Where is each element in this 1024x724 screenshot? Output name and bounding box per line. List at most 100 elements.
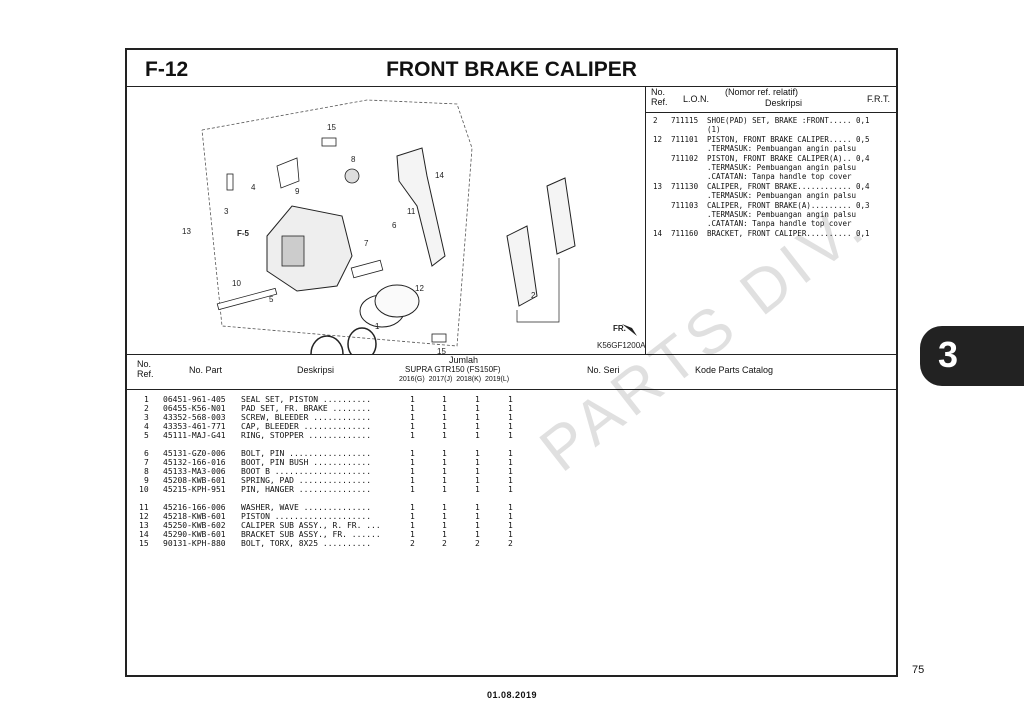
row-quantity: 1 <box>442 530 447 539</box>
row-quantity: 1 <box>442 485 447 494</box>
row-part-number: 45250-KWB-602 <box>163 521 226 530</box>
row-description: BRACKET SUB ASSY., FR. ...... <box>241 530 381 539</box>
row-description: SEAL SET, PISTON .......... <box>241 395 372 404</box>
page-title: FRONT BRAKE CALIPER <box>386 58 637 81</box>
row-ref-number: 4 <box>144 422 149 431</box>
row-quantity: 1 <box>410 458 415 467</box>
row-quantity: 1 <box>475 422 480 431</box>
row-quantity: 1 <box>508 431 513 440</box>
row-quantity: 1 <box>410 467 415 476</box>
front-direction-label: FR. <box>613 324 626 333</box>
callout-f5: F-5 <box>237 229 250 238</box>
lon-row-text: PISTON, FRONT BRAKE CALIPER(A).. 0,4 <box>707 153 870 163</box>
lon-row-code: 711102 <box>671 153 699 163</box>
row-quantity: 1 <box>475 449 480 458</box>
callout-1: 1 <box>375 322 380 331</box>
row-quantity: 1 <box>410 431 415 440</box>
row-ref-number: 1 <box>144 395 149 404</box>
row-quantity: 1 <box>508 449 513 458</box>
lon-header-lon: L.O.N. <box>683 94 710 104</box>
row-description: BOLT, TORX, 8X25 .......... <box>241 539 372 548</box>
row-quantity: 1 <box>442 476 447 485</box>
row-quantity: 1 <box>508 395 513 404</box>
row-quantity: 1 <box>508 503 513 512</box>
row-description: RING, STOPPER ............. <box>241 431 372 440</box>
lon-header-desc: Deskripsi <box>765 98 803 108</box>
callout-10: 10 <box>232 279 241 288</box>
row-quantity: 1 <box>508 467 513 476</box>
lon-row-text: CALIPER, FRONT BRAKE............ 0,4 <box>707 181 870 191</box>
callout-5: 5 <box>269 295 274 304</box>
lon-row-code: 711101 <box>671 134 699 144</box>
row-quantity: 1 <box>508 413 513 422</box>
row-ref-number: 3 <box>144 413 149 422</box>
row-quantity: 1 <box>410 485 415 494</box>
row-ref-number: 11 <box>139 503 149 512</box>
lon-row-text: BRACKET, FRONT CALIPER.......... 0,1 <box>707 228 870 238</box>
exploded-diagram: 15 14 8 4 9 3 11 6 7 13 F-5 10 5 12 2 1 … <box>127 86 646 373</box>
row-ref-number: 15 <box>139 539 149 548</box>
figure-code: F-12 <box>145 58 189 81</box>
row-quantity: 1 <box>410 503 415 512</box>
row-quantity: 1 <box>475 476 480 485</box>
lon-row-code: 711103 <box>671 200 699 210</box>
row-part-number: 90131-KPH-880 <box>163 539 226 548</box>
lon-row-text: .TERMASUK: Pembuangan angin palsu <box>707 191 857 201</box>
row-part-number: 45131-GZ0-006 <box>163 449 226 458</box>
callout-7: 7 <box>364 239 369 248</box>
row-description: WASHER, WAVE .............. <box>241 503 372 512</box>
row-quantity: 1 <box>475 485 480 494</box>
row-quantity: 1 <box>475 503 480 512</box>
row-quantity: 1 <box>508 530 513 539</box>
row-description: CALIPER SUB ASSY., R. FR. ... <box>241 521 381 530</box>
lon-row-code: 711130 <box>671 181 699 191</box>
row-part-number: 45208-KWB-601 <box>163 476 226 485</box>
parts-header-nopart: No. Part <box>189 365 223 375</box>
row-ref-number: 13 <box>139 521 149 530</box>
lon-row-text: CALIPER, FRONT BRAKE(A)......... 0,3 <box>707 200 870 210</box>
row-description: BOOT B .................... <box>241 467 372 476</box>
row-quantity: 1 <box>475 458 480 467</box>
row-ref-number: 8 <box>144 467 149 476</box>
row-quantity: 1 <box>475 530 480 539</box>
row-description: SCREW, BLEEDER ............ <box>241 413 372 422</box>
row-description: CAP, BLEEDER .............. <box>241 422 372 431</box>
table-row: 4 43353-461-771 CAP, BLEEDER .............… <box>127 422 887 432</box>
row-quantity: 1 <box>475 521 480 530</box>
row-description: BOOT, PIN BUSH ............ <box>241 458 372 467</box>
row-quantity: 1 <box>508 422 513 431</box>
row-quantity: 1 <box>410 422 415 431</box>
row-quantity: 2 <box>475 539 480 548</box>
lon-row-text: (1) <box>707 125 721 135</box>
row-part-number: 43352-568-003 <box>163 413 226 422</box>
row-quantity: 1 <box>475 413 480 422</box>
callout-labels: 15 14 8 4 9 3 11 6 7 13 F-5 10 5 12 2 1 … <box>182 123 536 356</box>
lon-header-desc-top: (Nomor ref. relatif) <box>725 87 799 97</box>
parts-header-years: 2016(G) 2017(J) 2018(K) 2019(L) <box>399 376 510 383</box>
row-ref-number: 9 <box>144 476 149 485</box>
row-quantity: 1 <box>442 395 447 404</box>
row-part-number: 43353-461-771 <box>163 422 226 431</box>
row-quantity: 1 <box>508 512 513 521</box>
row-quantity: 2 <box>410 539 415 548</box>
row-quantity: 1 <box>442 458 447 467</box>
parts-table: No. Ref. No. Part Deskripsi Jumlah SUPRA… <box>127 354 896 680</box>
row-quantity: 1 <box>442 512 447 521</box>
lon-row-text: SHOE(PAD) SET, BRAKE :FRONT..... 0,1 <box>707 116 870 125</box>
lon-header-noref: No. Ref. <box>651 87 668 107</box>
row-part-number: 06451-961-405 <box>163 395 226 404</box>
row-part-number: 45218-KWB-601 <box>163 512 226 521</box>
table-row: 1 06451-961-405 SEAL SET, PISTON .........… <box>127 395 887 405</box>
illustration-ref-code: K56GF1200A <box>597 341 645 350</box>
lon-row-ref: 14 <box>653 228 663 238</box>
section-number: 3 <box>938 334 959 375</box>
section-tab: 3 <box>920 326 1024 386</box>
lon-row-code: 711160 <box>671 228 699 238</box>
parts-header-noref: No. Ref. <box>137 359 154 379</box>
table-row: 15 90131-KPH-880 BOLT, TORX, 8X25 ........… <box>127 539 887 549</box>
row-quantity: 1 <box>475 512 480 521</box>
callout-8: 8 <box>351 155 356 164</box>
